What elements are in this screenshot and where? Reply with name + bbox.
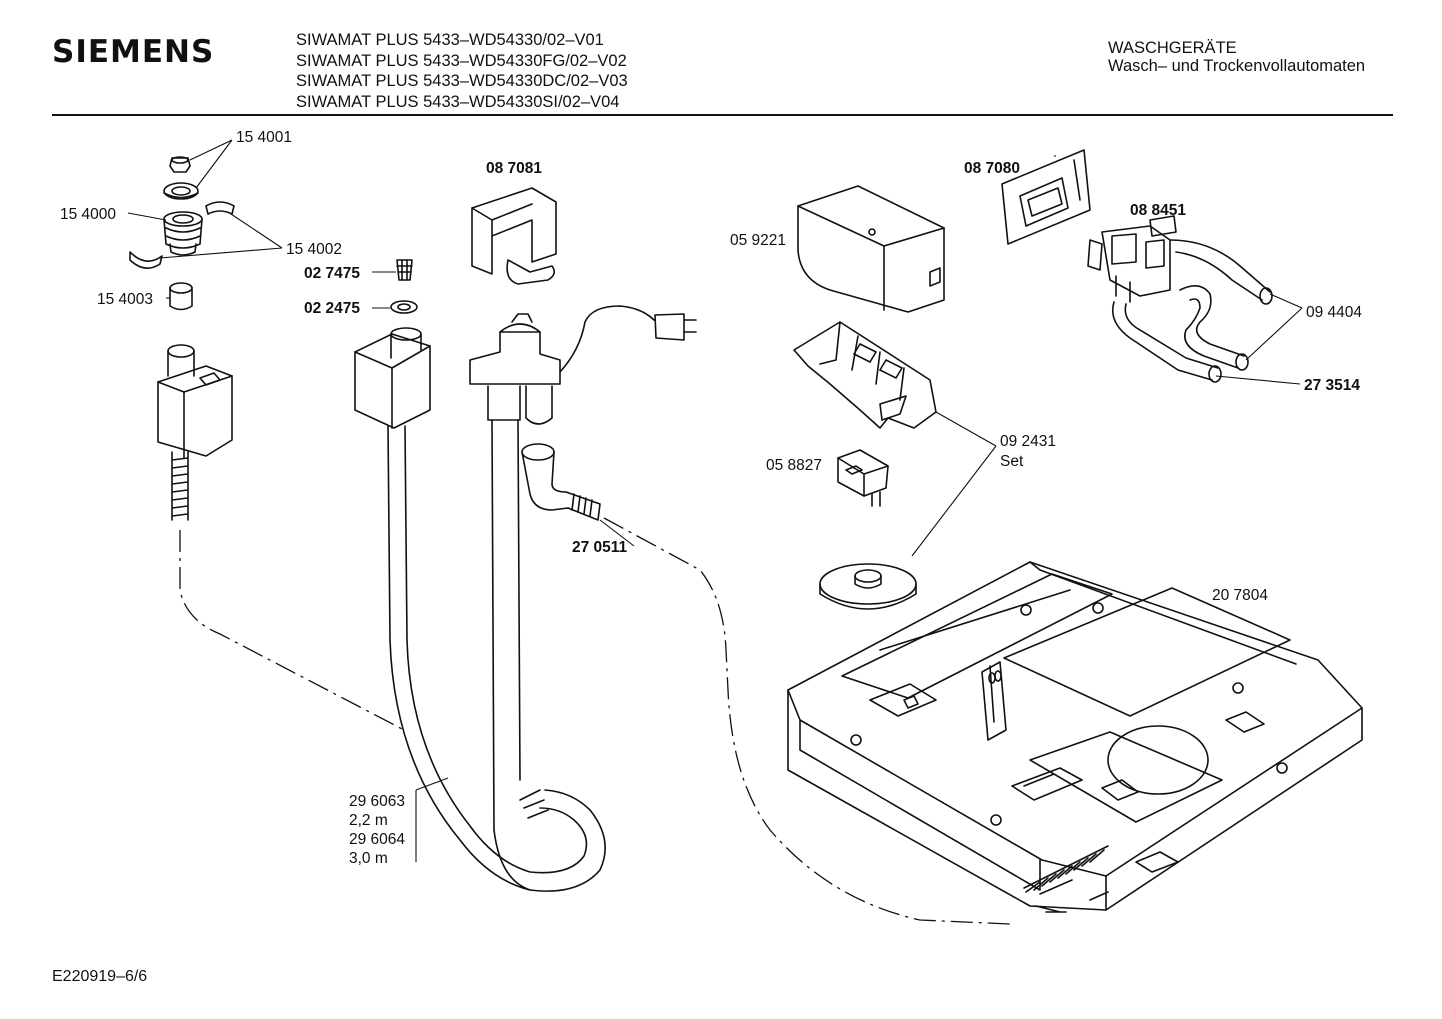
brand-logo: SIEMENS <box>52 34 215 70</box>
part-label: 09 2431 <box>1000 433 1056 450</box>
cap-nut-drawing <box>169 156 191 173</box>
round-foot-drawing <box>819 563 917 610</box>
leader-line <box>1245 293 1303 361</box>
leader-line <box>415 777 449 862</box>
leader-line <box>599 519 635 547</box>
leader-line <box>189 139 233 189</box>
drain-hose-bracket-drawing <box>469 187 697 891</box>
cover-frame-drawing <box>793 321 937 429</box>
plug-connector-drawing <box>837 449 889 507</box>
filter-sieve-drawing <box>396 259 413 281</box>
coil-spring-drawing <box>1023 845 1109 893</box>
part-label: 20 7804 <box>1212 587 1268 604</box>
part-label: 08 7081 <box>486 160 542 177</box>
routing-line <box>603 517 1011 925</box>
part-label: 05 9221 <box>730 232 786 249</box>
model-list: SIWAMAT PLUS 5433–WD54330/02–V01 SIWAMAT… <box>296 30 628 112</box>
model-line: SIWAMAT PLUS 5433–WD54330DC/02–V03 <box>296 72 628 90</box>
clip-drawing <box>129 201 235 269</box>
model-line: SIWAMAT PLUS 5433–WD54330FG/02–V02 <box>296 51 627 70</box>
routing-line <box>179 530 405 731</box>
part-label: 02 7475 <box>304 265 360 282</box>
part-label: 15 4002 <box>286 241 342 258</box>
elbow-hose-drawing <box>521 443 601 521</box>
washer-drawing <box>163 182 199 200</box>
part-label: 08 7080 <box>964 160 1020 177</box>
leader-line <box>1215 375 1301 385</box>
inlet-valve-drawing <box>1087 215 1177 303</box>
end-cap-drawing <box>169 282 193 311</box>
model-line: SIWAMAT PLUS 5433–WD54330SI/02–V04 <box>296 92 620 111</box>
header-divider <box>52 114 1393 116</box>
category-title: WASCHGERÄTE <box>1108 39 1237 57</box>
part-label: 05 8827 <box>766 457 822 474</box>
gasket-plate-drawing <box>1001 149 1091 245</box>
model-line: SIWAMAT PLUS 5433–WD54330/02–V01 <box>296 31 604 49</box>
valve-hose-drawing <box>1111 239 1273 383</box>
part-label: 15 4001 <box>236 129 292 146</box>
part-label: 2,2 m <box>349 812 388 829</box>
leader-line <box>911 411 997 557</box>
part-label: 02 2475 <box>304 300 360 317</box>
threaded-coupling-drawing <box>163 211 203 256</box>
part-label: 15 4000 <box>60 206 116 223</box>
drawing-code: E220919–6/6 <box>52 968 148 985</box>
part-label: 3,0 m <box>349 850 388 867</box>
part-label: 27 0511 <box>572 539 628 556</box>
leader-line <box>159 211 283 259</box>
gasket-drawing <box>390 300 418 314</box>
part-label: 09 4404 <box>1306 304 1362 321</box>
leader-line <box>127 212 167 221</box>
part-label: 29 6063 <box>349 793 405 810</box>
base-plate-drawing <box>787 561 1363 913</box>
aquastop-box-drawing <box>157 344 233 521</box>
part-label: 15 4003 <box>97 291 153 308</box>
part-label: 08 8451 <box>1130 202 1186 219</box>
cover-cap-drawing <box>797 185 945 313</box>
part-label: 27 3514 <box>1304 377 1360 394</box>
category-subtitle: Wasch– und Trockenvollautomaten <box>1108 57 1366 75</box>
category-heading: WASCHGERÄTE Wasch– und Trockenvollautoma… <box>1108 39 1365 75</box>
part-label: 29 6064 <box>349 831 405 848</box>
part-label: Set <box>1000 453 1024 470</box>
